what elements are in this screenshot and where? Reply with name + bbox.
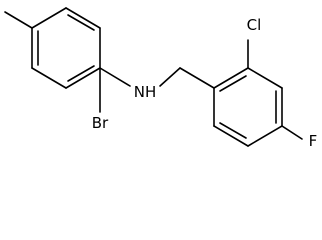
nitrogen-to-ch2-bond [159,67,181,87]
bromine-label: Br [92,114,109,132]
bromo-methyl-phenyl-ring [31,7,101,89]
bond [213,125,249,147]
double-bond-inner [219,75,247,92]
chlorine-label: Cl [247,16,262,34]
fluorine-label: F [309,132,318,150]
amine-label: NH [134,83,157,101]
bond [247,67,283,89]
double-bond-inner [67,14,95,31]
double-bond-inner [219,122,247,139]
fluorine-bond [281,125,303,140]
bond [213,67,249,89]
chloro-fluoro-phenyl-ring [213,67,283,147]
molecule-structure: Br NH Cl F [4,7,318,150]
bond [65,67,101,89]
ch2-to-ring-bond [179,67,215,89]
bond [31,7,67,29]
bond [31,67,67,89]
ring-to-nitrogen-bond [99,67,131,87]
methyl-bond [4,11,33,29]
bond [247,125,283,147]
double-bond-inner [67,65,95,82]
bond [65,7,101,29]
